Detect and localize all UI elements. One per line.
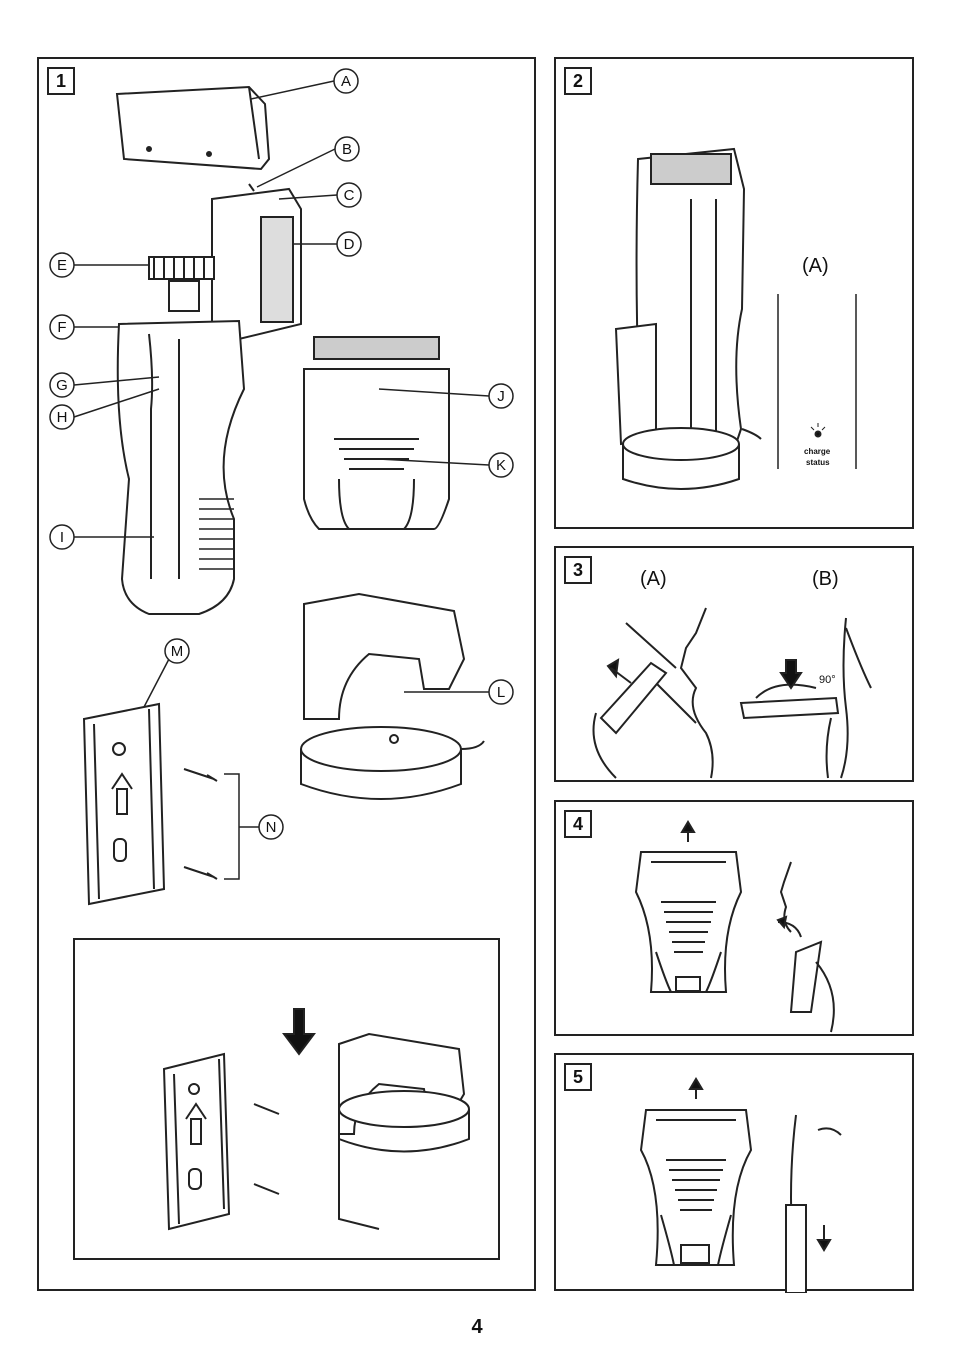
callout-b: B <box>342 141 352 158</box>
panel-5-number: 5 <box>564 1063 592 1091</box>
callout-d: D <box>344 236 355 253</box>
panel-2-label-a: (A) <box>802 255 829 277</box>
callout-l: L <box>497 684 505 701</box>
panel-3-number: 3 <box>564 556 592 584</box>
panel-4-number: 4 <box>564 810 592 838</box>
callout-n: N <box>266 819 277 836</box>
panel-2-number: 2 <box>564 67 592 95</box>
panel-3-label-a: (A) <box>640 568 667 590</box>
panel-1: 1 A B C D E F <box>37 57 536 1291</box>
callout-k: K <box>496 457 506 474</box>
callout-i: I <box>60 529 64 546</box>
callout-g: G <box>56 377 68 394</box>
panel-4-illustration <box>634 820 835 1033</box>
panel-3-label-b: (B) <box>812 568 839 590</box>
panel-5-illustration <box>639 1077 842 1293</box>
callout-m: M <box>171 643 184 660</box>
callout-h: H <box>57 409 68 426</box>
panel-5: 5 <box>554 1053 914 1293</box>
callout-c: C <box>344 187 355 204</box>
page-number: 4 <box>471 1316 483 1338</box>
callout-f: F <box>57 319 66 336</box>
panel-3: 3 (A) (B) 90° <box>554 546 914 782</box>
panel-2: 2 (A) charge status <box>554 57 914 529</box>
callout-e: E <box>57 257 67 274</box>
panel-1-illustration: A B C D E F G H I <box>49 68 514 1260</box>
panel-4: 4 <box>554 800 914 1036</box>
panel-2-illustration <box>614 147 857 490</box>
callout-a: A <box>341 73 351 90</box>
callout-j: J <box>497 388 505 405</box>
charge-status-line2: status <box>806 458 830 467</box>
panel-3-illustration: 90° <box>592 607 872 779</box>
angle-90-label: 90° <box>819 674 836 686</box>
panel-1-number: 1 <box>47 67 75 95</box>
charge-status-line1: charge <box>804 447 831 456</box>
